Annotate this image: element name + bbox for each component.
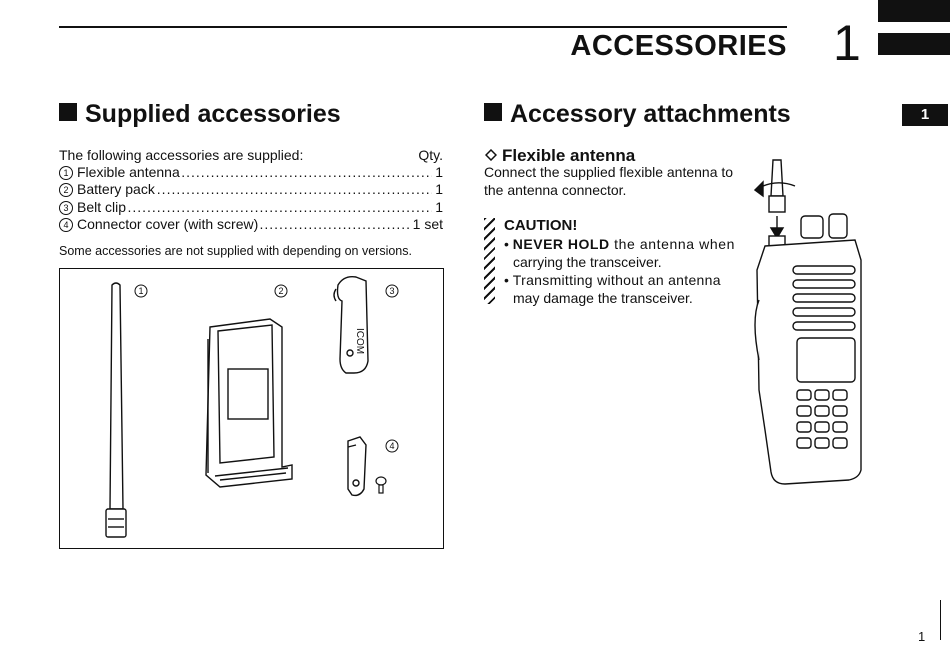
clip-logo-text: ICOM [354,328,365,354]
section-title-supplied: Supplied accessories [59,100,341,129]
callout-2: 2 [278,286,283,296]
item-number-badge: 3 [59,201,73,215]
caution-title: CAUTION! [504,217,578,234]
transceiver-illustration [753,159,862,485]
accessory-row-1: ........................................… [59,164,443,180]
item-label: Flexible antenna [77,164,180,180]
item-qty: 1 set [409,216,443,232]
chapter-tab-bar-bottom [878,33,950,55]
accessories-drawing: ICOM 1 2 3 4 [105,275,399,538]
intro-text: The following accessories are supplied: [59,147,304,163]
dot-leader: ........................................… [59,199,443,215]
callout-3-circle [385,284,399,298]
page-edge-rule [940,600,941,640]
item-label: Belt clip [77,199,127,215]
chapter-tab-bar-top [878,0,950,22]
caution-hatch-bar [484,218,495,304]
callout-4: 4 [389,441,394,451]
caution-bullet-2: • Transmitting without an antenna [504,272,721,290]
chapter-title: ACCESSORIES [570,30,787,62]
caution-bullet-2-line1: Transmitting without an antenna [512,272,721,288]
callout-3: 3 [389,286,394,296]
callout-4-circle [385,439,399,453]
item-qty: 1 [432,181,443,197]
item-label: Connector cover (with screw) [77,216,259,232]
item-label: Battery pack [77,181,155,197]
caution-bullet-1-line2: carrying the transceiver. [513,254,662,270]
header-rule [59,26,787,28]
flexible-antenna-icon [105,282,127,538]
caution-bullet-2-line2: may damage the transceiver. [513,290,693,306]
item-qty: 1 [432,199,443,215]
item-number-badge: 1 [59,166,73,180]
section-title-attachments: Accessory attachments [484,100,791,129]
accessory-row-2: ........................................… [59,181,443,197]
bullet-dot: • [504,272,509,288]
callout-1: 1 [138,286,143,296]
item-qty: 1 [432,164,443,180]
item-number-badge: 2 [59,183,73,197]
black-square-icon [484,103,502,121]
callout-2-circle [274,284,288,298]
accessories-illustration: ICOM 1 2 3 4 [59,268,444,549]
caution-bullet-1: • NEVER HOLD the antenna when [504,236,735,254]
chapter-number: 1 [833,15,861,71]
caution-bullet-1-rest: the antenna when [609,236,735,252]
belt-clip-icon: ICOM [333,275,369,374]
caution-emphasis: NEVER HOLD [512,236,610,252]
item-number-badge: 4 [59,218,73,232]
radio-icon [753,159,862,485]
subsection-title-text: Flexible antenna [502,146,636,165]
side-chapter-tab[interactable]: 1 [902,104,948,126]
connector-cover-icon [347,436,367,497]
subsection-text-2: the antenna connector. [484,182,627,198]
subsection-text-1: Connect the supplied flexible antenna to [484,164,734,180]
page-number: 1 [918,629,926,644]
section-title-supplied-text: Supplied accessories [85,100,341,128]
battery-pack-icon [205,318,293,488]
bullet-dot: • [504,236,509,252]
screw-icon [375,476,387,494]
versions-note: Some accessories are not supplied with d… [59,244,412,258]
accessory-row-4: ........................................… [59,216,443,232]
section-title-attachments-text: Accessory attachments [510,100,791,128]
callout-1-circle [134,284,148,298]
accessory-row-3: ........................................… [59,199,443,215]
black-square-icon [59,103,77,121]
intro-row: The following accessories are supplied: … [59,147,443,163]
diamond-icon [484,148,498,162]
qty-header: Qty. [415,147,443,163]
subsection-title: Flexible antenna [484,146,636,166]
